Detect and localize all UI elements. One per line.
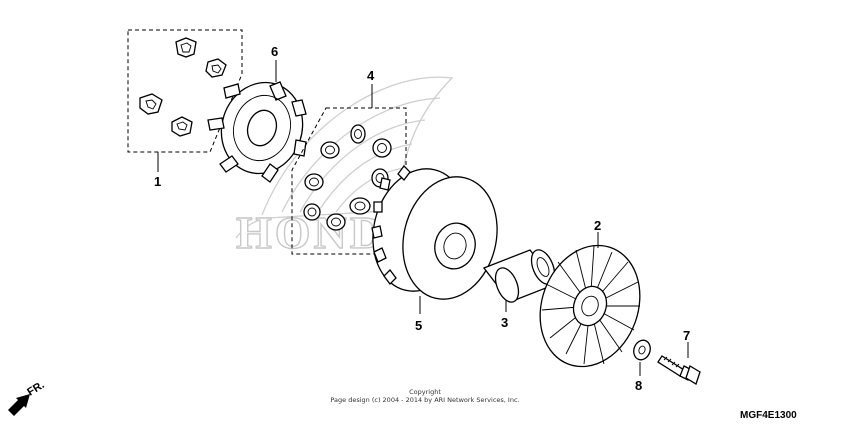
drive-face-collar bbox=[482, 249, 558, 303]
ramp-plate bbox=[207, 81, 307, 183]
movable-drive-face bbox=[371, 165, 498, 300]
callout-3: 3 bbox=[501, 315, 508, 330]
callout-1: 1 bbox=[154, 174, 161, 189]
callout-5: 5 bbox=[415, 318, 422, 333]
honda-wing-watermark bbox=[235, 76, 454, 239]
forward-arrow-icon bbox=[8, 394, 30, 416]
callout-2: 2 bbox=[594, 218, 601, 233]
slide-pieces-group bbox=[127, 29, 243, 153]
callout-7: 7 bbox=[683, 328, 690, 343]
weight-rollers-group bbox=[291, 107, 407, 255]
callout-6: 6 bbox=[271, 44, 278, 59]
flange-bolt bbox=[657, 355, 701, 385]
callout-8: 8 bbox=[635, 378, 642, 393]
copyright-line-2: Page design (c) 2004 - 2014 by ARI Netwo… bbox=[330, 396, 519, 404]
drive-face-fan bbox=[539, 244, 641, 368]
copyright-line-1: Copyright bbox=[409, 388, 441, 396]
callout-4: 4 bbox=[367, 68, 375, 83]
diagram-code: MGF4E1300 bbox=[740, 410, 797, 421]
washer bbox=[633, 339, 651, 361]
